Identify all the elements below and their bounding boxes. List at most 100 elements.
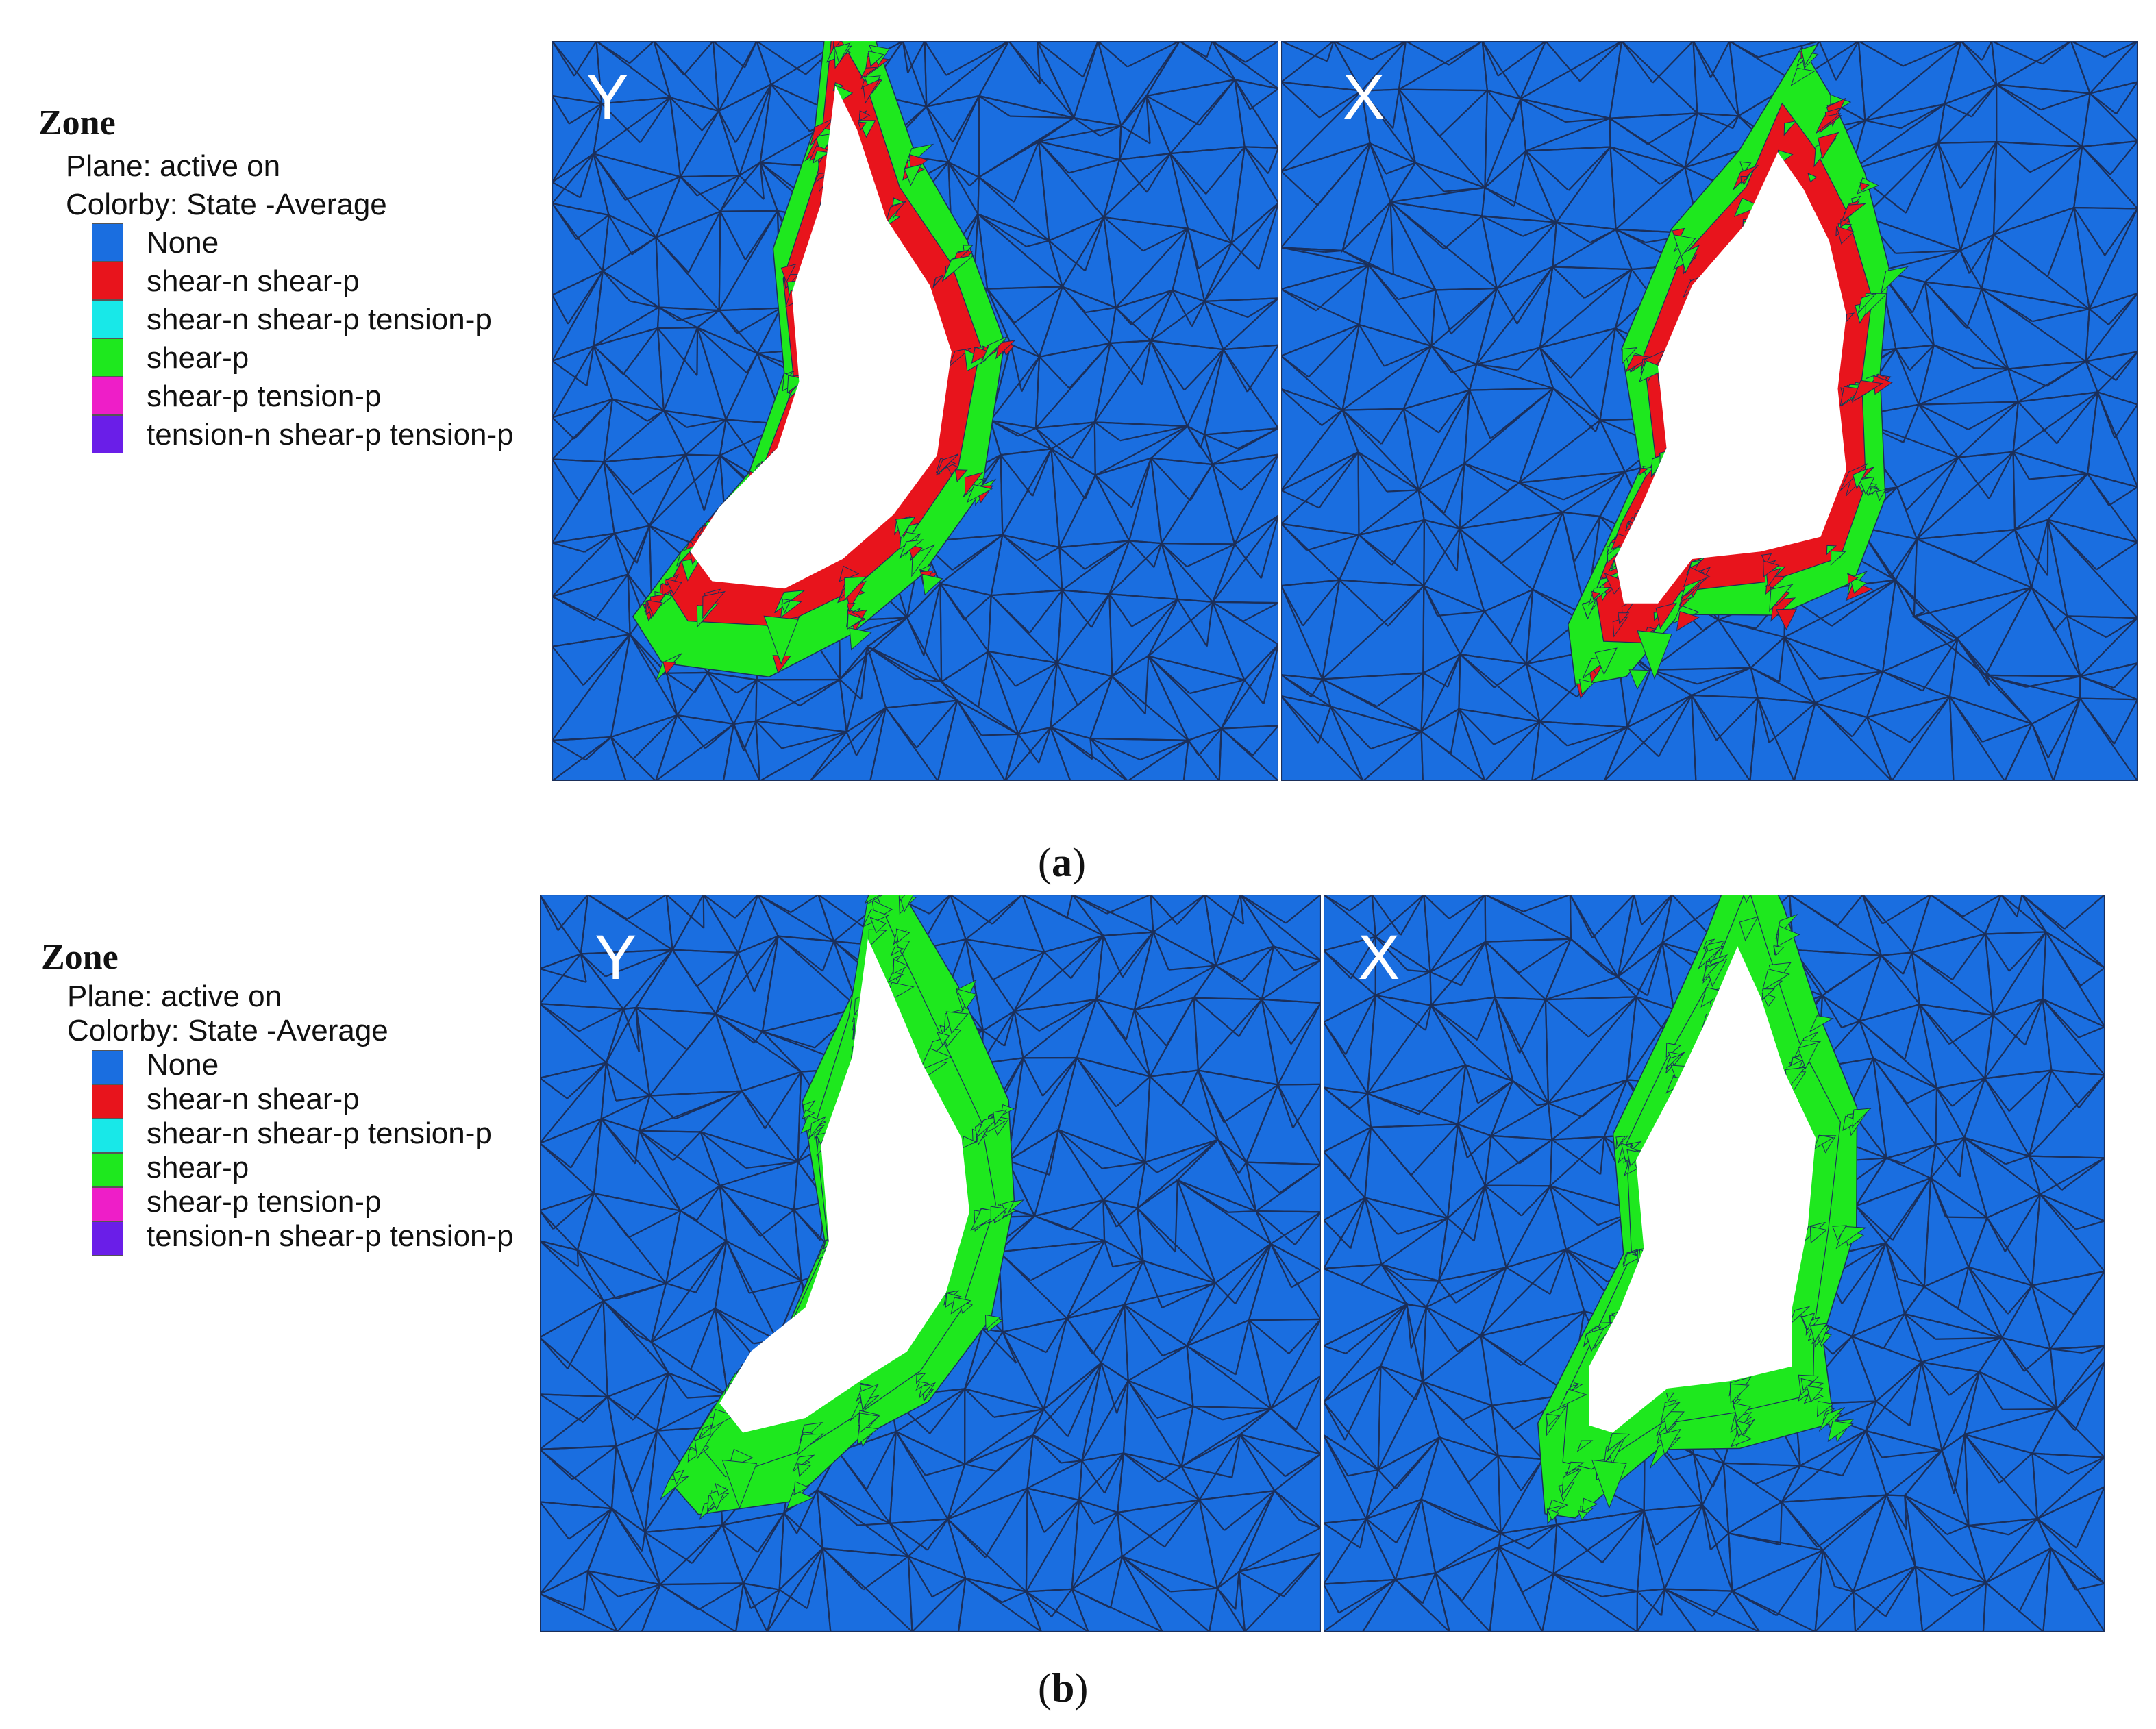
zone-triangle [834,42,851,64]
mesh-edge [1988,451,2014,499]
view-label-y: Y [595,923,637,993]
mesh-edge [1302,579,1341,627]
mesh-edge [1937,142,1961,189]
mesh-edge [1458,708,1495,745]
mesh-edge [639,97,671,143]
mesh-edge [1463,1404,1493,1421]
mesh-edge [557,895,589,931]
zone-triangle [895,928,910,943]
mesh-edge [1186,1345,1237,1376]
mesh-cell [1004,726,1071,781]
zone-triangle [1622,1252,1642,1267]
mesh-edge [2029,145,2083,173]
mesh-edge [2001,1337,2025,1372]
mesh-edge [2002,1408,2057,1410]
mesh-edge [1115,1207,1139,1228]
mesh-edge [1863,142,1939,217]
mesh-edge [697,1582,744,1610]
mesh-edge [540,1336,569,1369]
mesh-edge [907,1518,949,1557]
mesh-edge [1768,702,1816,743]
mesh-edge [1602,1590,1638,1598]
mesh-edge [1608,971,1618,978]
mesh-edge [691,1524,723,1564]
mesh-edge [1061,1460,1082,1464]
zone-triangle [1846,312,1855,323]
mesh-edge [1643,1510,1657,1546]
mesh-edge [1415,1381,1424,1400]
mesh-edge [1633,895,1643,925]
mesh-cell [1248,1318,1321,1410]
mesh-cell [1531,721,1629,781]
mesh-edge [778,1589,808,1610]
mesh-edge [573,399,613,440]
mesh-cell [1793,702,1893,781]
mesh-edge [1361,41,1407,92]
mesh-edge [977,213,1063,288]
mesh-edge [1139,739,1189,761]
mesh-edge [2007,368,2047,387]
mesh-edge [1539,347,1572,379]
mesh-edge [744,41,758,68]
mesh-edge [552,595,595,621]
mesh-edge [1480,1334,1572,1395]
mesh-edge [1358,534,1424,587]
mesh-edge [1621,41,1698,114]
mesh-cell [1203,427,1278,466]
mesh-edge [737,952,756,993]
mesh-edge [1069,1199,1104,1231]
zone-triangle [1639,360,1668,382]
mesh-edge [1200,434,1206,449]
mesh-edge [989,356,1040,421]
mesh-cell [1749,697,1816,781]
mesh-edge [2097,351,2138,393]
mesh-edge [1026,1488,1045,1533]
mesh-edge [629,300,659,308]
zone-triangle [1807,173,1818,183]
mesh-edge [593,306,660,347]
mesh-edge [1985,1582,2020,1613]
mesh-edge [1317,142,1371,206]
mesh-edge [1169,153,1232,244]
mesh-edge [1439,1436,1470,1483]
mesh-edge [540,895,582,955]
mesh-edge [2082,1345,2105,1354]
mesh-edge [1058,547,1086,570]
mesh-edge [1959,141,1998,189]
mesh-edge [1968,1524,2009,1536]
mesh-edge [552,360,588,387]
mesh-edge [1875,1400,1911,1427]
mesh-edge [1422,1381,1464,1421]
mesh-edge [1026,1591,1052,1617]
mesh-edge [1330,706,1372,749]
mesh-edge [860,646,869,700]
legend-plane: Plane: active on [67,980,282,1013]
mesh-edge [1122,1499,1200,1558]
mesh-edge [923,583,941,656]
zone-triangle [1857,293,1877,314]
mesh-edge [1913,616,1954,642]
mesh-edge [1091,593,1111,628]
mesh-edge [2080,675,2114,689]
mesh-edge [1952,933,1986,980]
mesh-edge [2018,1547,2052,1613]
mesh-edge [1095,999,1127,1041]
zone-triangle [1776,608,1798,631]
mesh-edge [998,1251,1031,1282]
mesh-edge [762,1030,815,1049]
mesh-edge [1485,895,1572,940]
mesh-edge [1430,971,1462,986]
mesh-edge [1886,1157,1931,1179]
mesh-edge [741,1090,799,1162]
mesh-edge [1102,935,1124,978]
mesh-edge [707,671,738,694]
mesh-edge [1038,727,1052,764]
mesh-edge [2008,1518,2038,1536]
mesh-edge [1376,672,1424,708]
mesh-edge [1067,1363,1102,1437]
mesh-edge [1581,1079,1628,1118]
mesh-edge [1757,697,1770,743]
mesh-edge [746,353,758,373]
legend-swatch [92,415,123,453]
mesh-edge [632,1372,669,1421]
